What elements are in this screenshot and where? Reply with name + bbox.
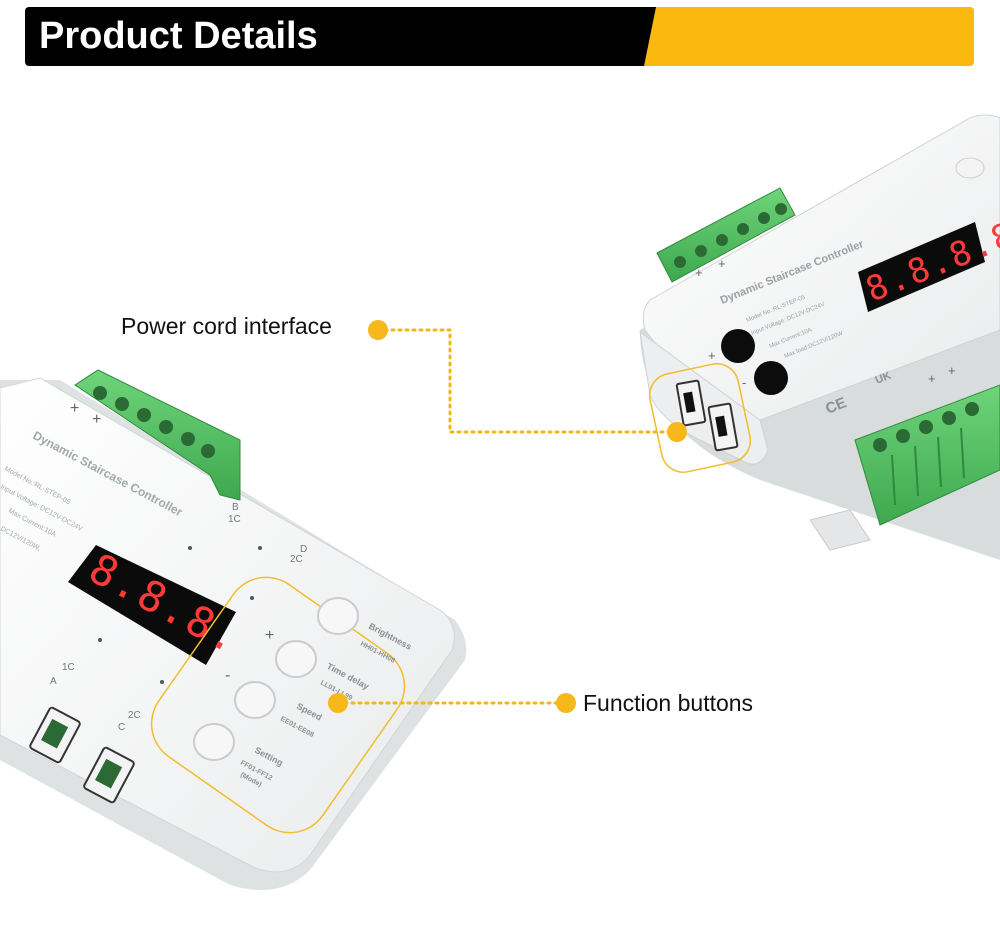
svg-text:A: A — [50, 676, 57, 687]
svg-text:2C: 2C — [290, 554, 303, 565]
power-socket-left — [29, 706, 135, 804]
svg-text:2C: 2C — [128, 710, 141, 721]
controller-device-right: 8.8.8.8. Dynamic Staircase Controller Mo… — [639, 114, 1000, 560]
svg-text:C: C — [118, 722, 125, 733]
terminal-block-right — [854, 384, 1000, 526]
svg-text:+: + — [948, 363, 956, 378]
terminal-block-top-right — [656, 187, 796, 283]
page-title: Product Details — [39, 15, 318, 57]
callout-function-buttons: Function buttons — [583, 690, 754, 716]
svg-text:+: + — [92, 411, 101, 428]
svg-text:CE: CE — [823, 394, 849, 418]
callout-power-line — [376, 328, 679, 434]
svg-text:UK: UK — [874, 370, 893, 387]
time-delay-button[interactable] — [275, 640, 317, 678]
svg-text:+: + — [928, 371, 936, 386]
setting-button[interactable] — [193, 723, 235, 761]
callout-dot-buttons-start — [328, 693, 348, 713]
callout-dot-buttons-end — [556, 693, 576, 713]
power-socket-right — [675, 379, 739, 452]
svg-text:+: + — [718, 256, 726, 271]
callout-dot-power-end — [667, 422, 687, 442]
header-banner: Product Details — [25, 7, 974, 66]
controller-device-left: 8.8.8. Dynamic Staircase Controller Mode… — [0, 369, 467, 890]
terminal-block-top-left — [74, 369, 241, 501]
svg-text:+: + — [708, 348, 716, 363]
callout-power-cord-interface: Power cord interface — [121, 313, 332, 339]
svg-text:1C: 1C — [62, 662, 75, 673]
callout-dot-power-start — [368, 320, 388, 340]
svg-text:D: D — [300, 544, 307, 555]
svg-text:1C: 1C — [228, 514, 241, 525]
speed-button[interactable] — [234, 681, 276, 719]
svg-text:+: + — [265, 627, 274, 644]
svg-text:B: B — [232, 502, 239, 513]
svg-text:-: - — [742, 375, 746, 390]
svg-text:-: - — [225, 667, 230, 684]
svg-text:+: + — [70, 400, 79, 417]
svg-text:+: + — [695, 265, 703, 280]
brightness-button[interactable] — [317, 597, 359, 635]
banner-yellow-band — [644, 7, 974, 66]
banner-black-band — [25, 7, 665, 66]
